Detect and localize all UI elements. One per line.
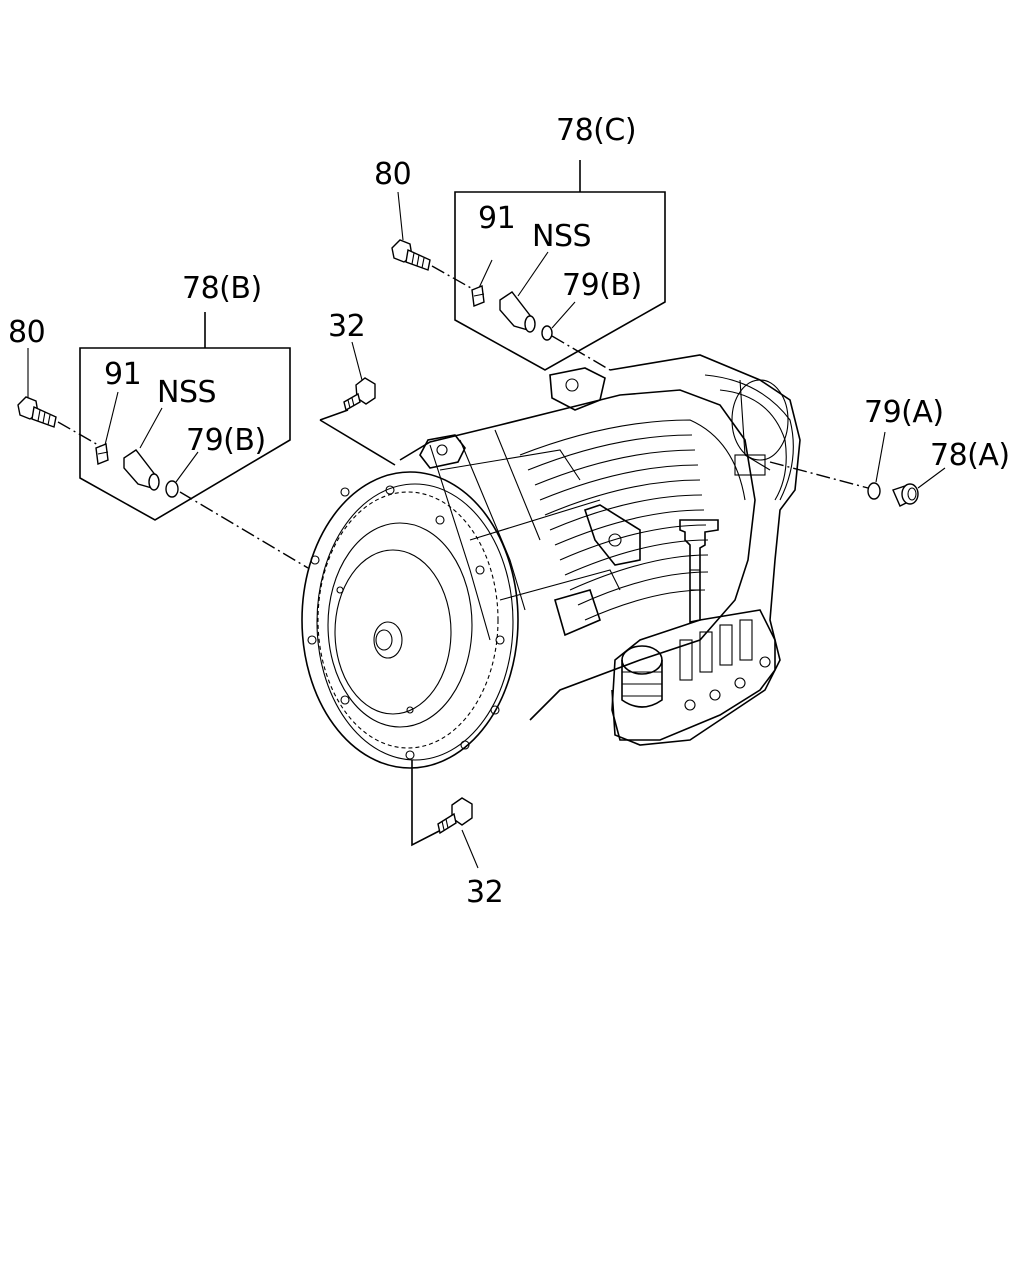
clip-icon: [471, 285, 485, 307]
speed-sensor-icon: [499, 291, 536, 333]
leader-lines: [27, 160, 946, 869]
callout-91-left: 91: [104, 357, 141, 392]
callout-79b-left: 79(B): [186, 423, 266, 458]
callout-78c: 78(C): [556, 113, 636, 148]
speed-sensor-icon: [123, 449, 160, 491]
callout-80-left: 80: [8, 315, 45, 350]
transmission-assembly-icon: [301, 354, 801, 769]
flange-bolt-icon: [17, 396, 57, 428]
callout-91-top: 91: [478, 201, 515, 236]
flange-bolt-icon: [391, 239, 431, 271]
callout-78a: 78(A): [930, 438, 1010, 473]
callout-32-bottom: 32: [466, 875, 503, 910]
callout-nss-top: NSS: [532, 219, 591, 254]
clip-icon: [95, 443, 109, 465]
o-ring-icon: [165, 480, 179, 498]
flange-bolt-icon: [343, 377, 376, 412]
o-ring-icon: [867, 482, 881, 500]
callout-80-top: 80: [374, 157, 411, 192]
callout-78b: 78(B): [182, 271, 262, 306]
o-ring-icon: [541, 325, 553, 341]
flange-bolt-icon: [437, 797, 473, 835]
callout-79a: 79(A): [864, 395, 944, 430]
callout-nss-left: NSS: [157, 375, 216, 410]
plug-icon: [892, 483, 919, 507]
callout-32-top: 32: [328, 309, 365, 344]
callout-79b-top: 79(B): [562, 268, 642, 303]
callout-labels: 78(C) 80 91 NSS 79(B) 78(B) 80 91 NSS 79…: [8, 113, 1010, 910]
